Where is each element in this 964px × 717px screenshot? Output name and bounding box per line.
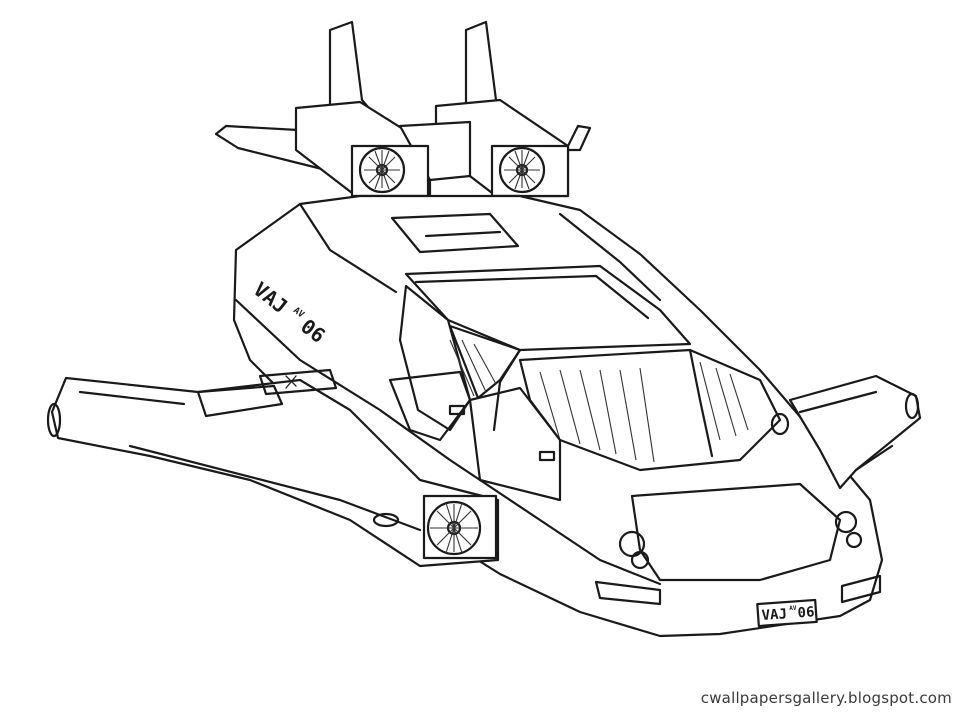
right-wing (788, 374, 922, 490)
plate-marking-number: 06 (797, 604, 815, 621)
watermark: cwallpapersgallery.blogspot.com (700, 689, 952, 707)
nose-section (594, 412, 882, 606)
left-wing (46, 368, 500, 568)
plate-marking-sup: AV (789, 605, 797, 613)
cockpit-canopy (388, 264, 782, 502)
license-plate: VAJ AV 06 (756, 598, 818, 628)
rear-engine-assembly (214, 20, 592, 198)
plate-marking-text: VAJ (761, 606, 787, 624)
